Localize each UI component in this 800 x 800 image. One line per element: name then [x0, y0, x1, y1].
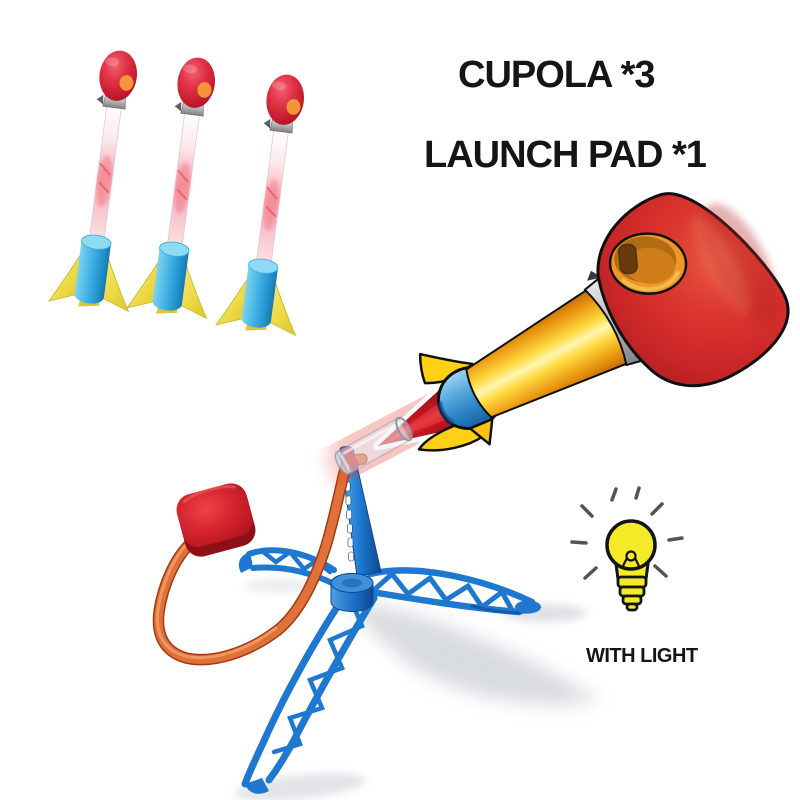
bulb-glass	[605, 519, 657, 571]
air-hose	[152, 453, 368, 666]
flying-rocket	[328, 189, 793, 499]
rocket-collar-clip	[587, 270, 603, 281]
launch-pad-front-leg	[241, 584, 378, 794]
stomp-pad	[176, 483, 256, 557]
bulb-base	[616, 575, 648, 612]
foam-rocket-3	[216, 70, 329, 337]
light-bulb-icon	[570, 486, 684, 612]
launch-tube	[334, 416, 413, 475]
bulb-rays	[570, 486, 684, 580]
launch-pad-right-leg	[366, 567, 541, 616]
launch-pad-hub	[330, 573, 374, 612]
headline-cupola: CUPOLA *3	[458, 54, 656, 96]
rocket-small-fin	[468, 417, 494, 446]
with-light-label: WITH LIGHT	[586, 645, 698, 667]
foam-rocket-2	[127, 53, 240, 320]
headline-launch-pad: LAUNCH PAD *1	[424, 134, 707, 176]
rocket-window	[608, 232, 688, 295]
bulb-filament	[625, 550, 637, 562]
foam-rocket-1	[49, 46, 162, 313]
